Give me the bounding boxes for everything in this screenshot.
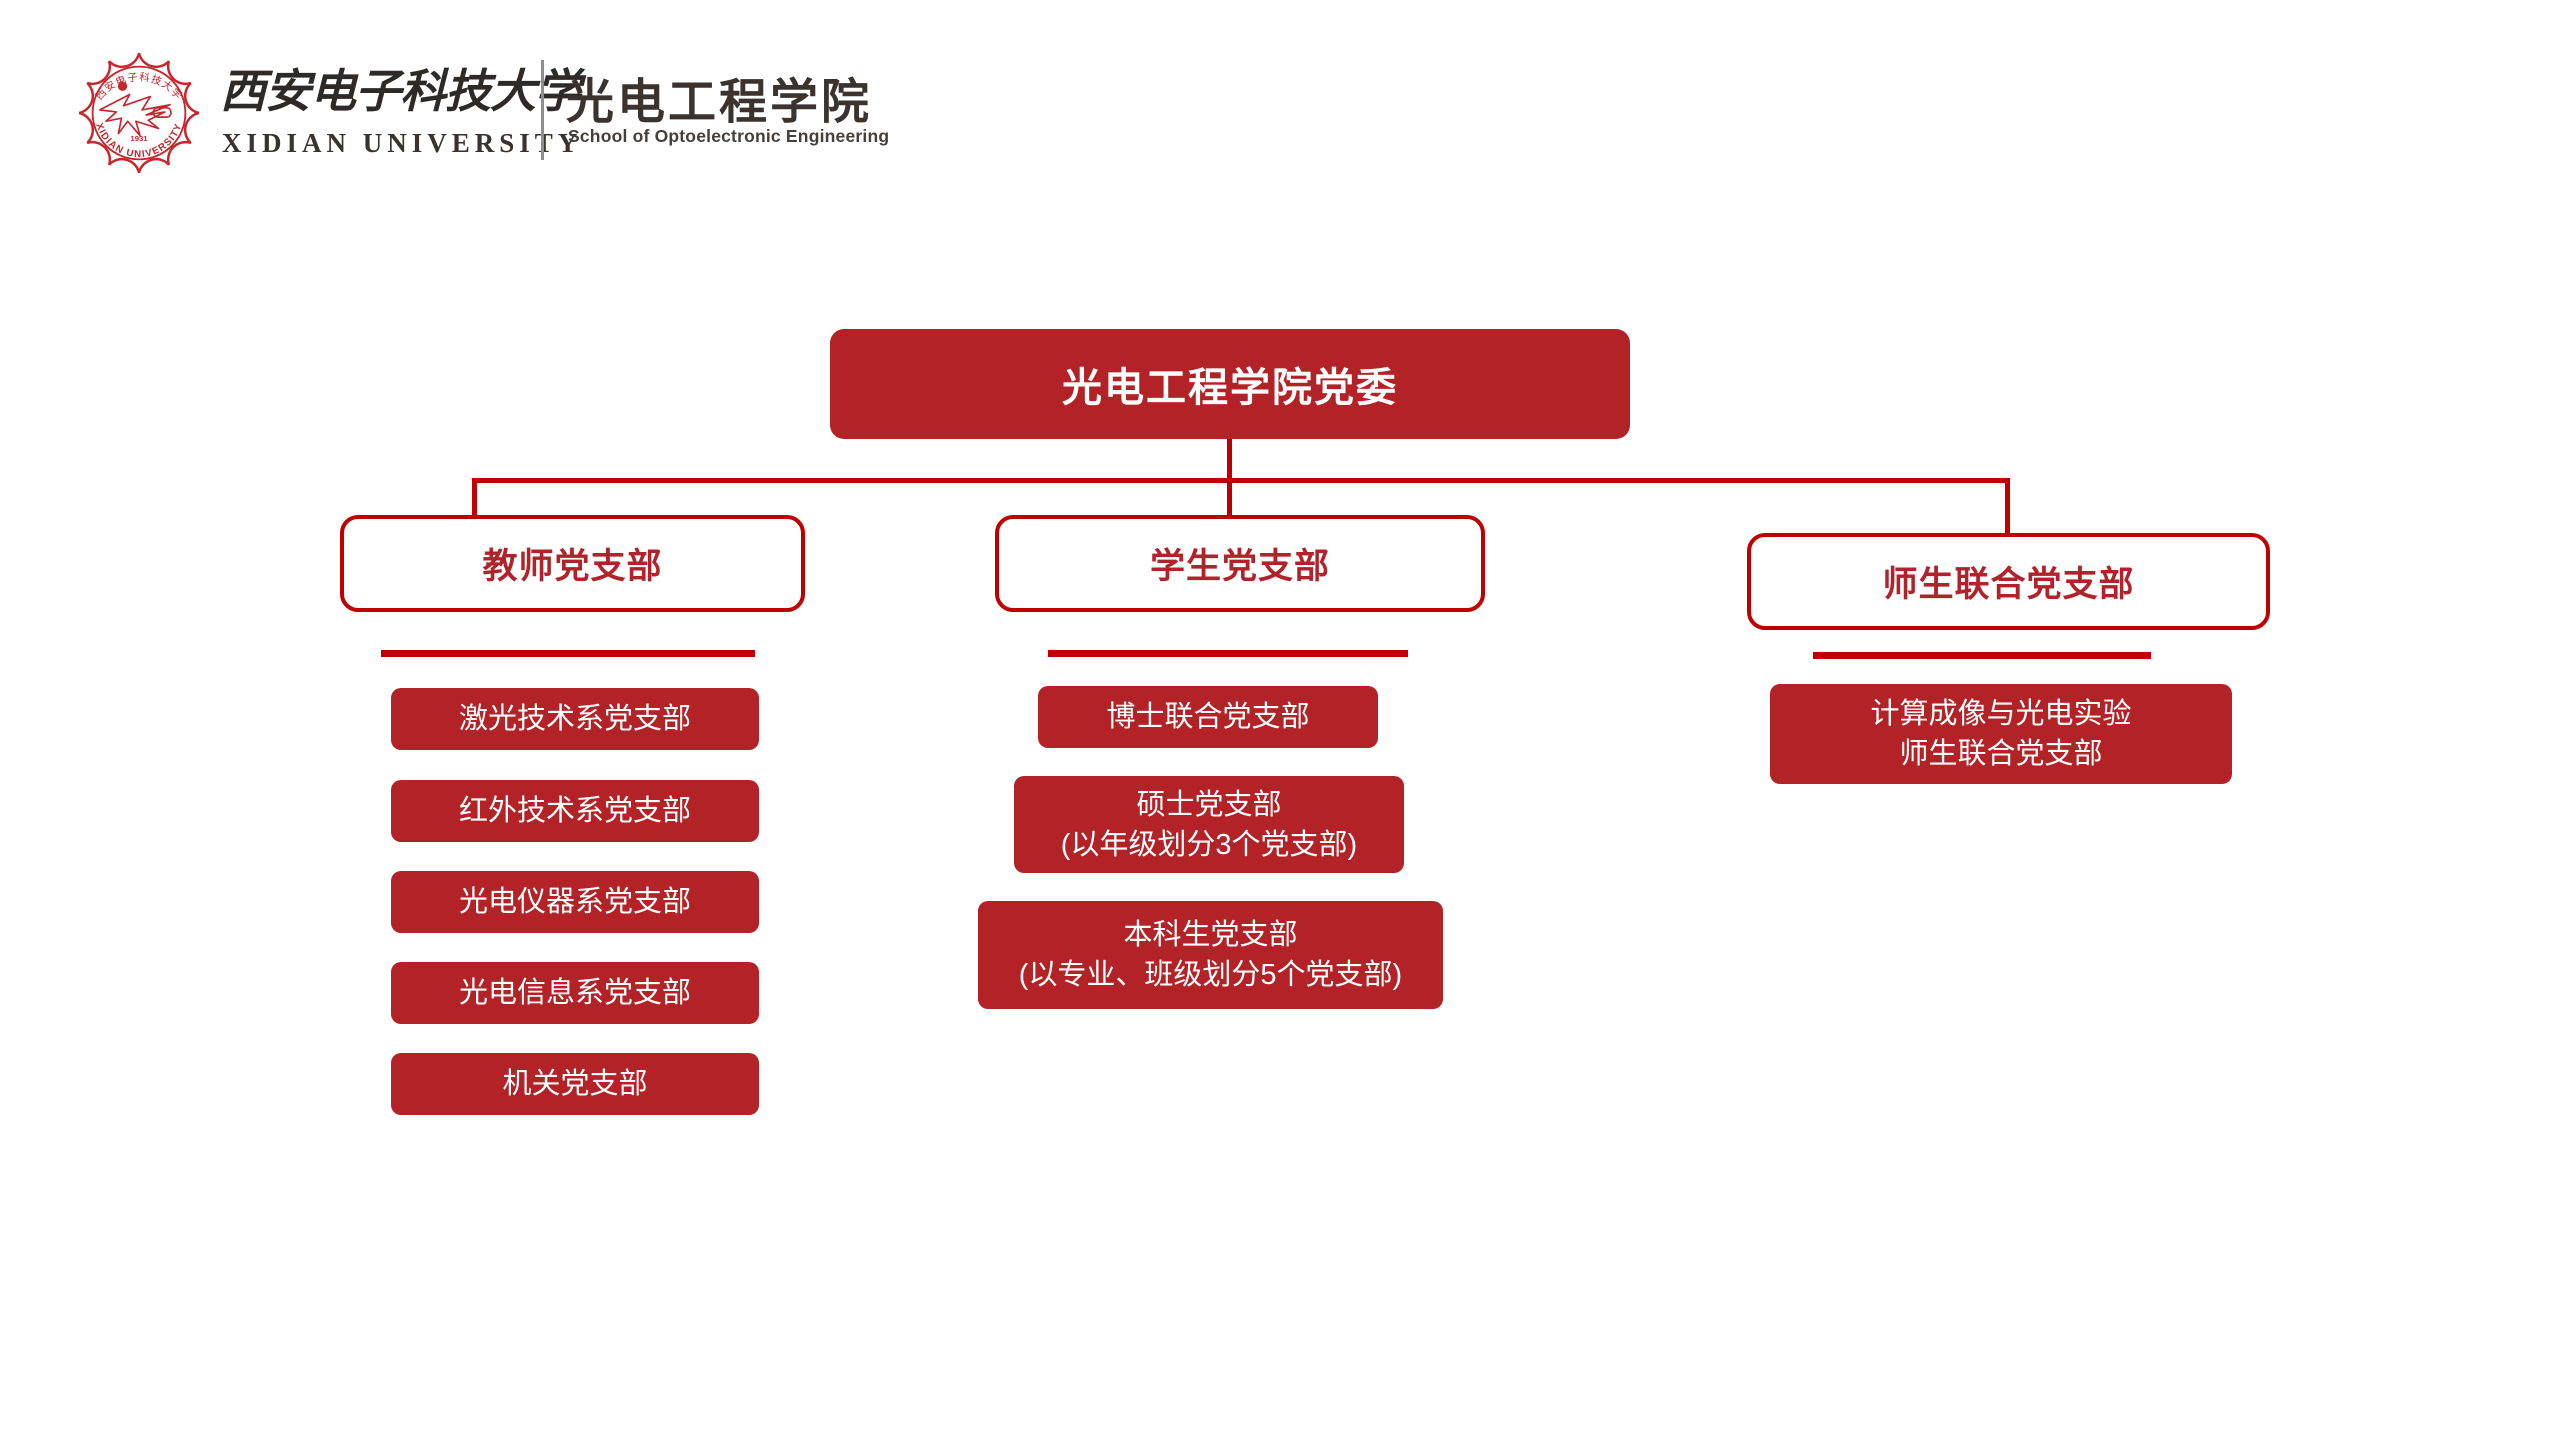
org-node-laser-dept: 激光技术系党支部 — [391, 688, 759, 750]
branch-students: 学生党支部 — [995, 515, 1485, 612]
org-node-computational-imaging-line1: 计算成像与光电实验 — [1870, 698, 2132, 730]
org-node-computational-imaging: 计算成像与光电实验 师生联合党支部 — [1770, 684, 2232, 784]
connector-root-stem — [1227, 439, 1232, 478]
seal-year: 1931 — [130, 134, 148, 143]
connector-drop-students — [1227, 483, 1232, 515]
org-node-infrared-dept: 红外技术系党支部 — [391, 780, 759, 842]
branch-teachers: 教师党支部 — [340, 515, 805, 612]
branch-underline-joint — [1813, 652, 2151, 659]
school-name-zh: 光电工程学院 — [566, 76, 873, 129]
org-node-admin: 机关党支部 — [391, 1053, 759, 1115]
branch-underline-students — [1048, 650, 1408, 657]
university-name-zh: 西安电子科技大学 — [220, 64, 581, 118]
connector-drop-joint — [2005, 483, 2010, 533]
org-node-phd: 博士联合党支部 — [1038, 686, 1378, 748]
org-node-info-dept: 光电信息系党支部 — [391, 962, 759, 1024]
header-divider — [541, 60, 544, 160]
org-node-undergrad-line1: 本科生党支部 — [1123, 919, 1298, 951]
university-seal-icon: 西安电子科技大学 1931 XIDIAN UNIVERSITY — [78, 52, 200, 174]
university-name-en: XIDIAN UNIVERSITY — [222, 128, 583, 158]
org-node-undergrad-line2: (以专业、班级划分5个党支部) — [1018, 959, 1403, 991]
connector-drop-teachers — [472, 483, 477, 515]
school-name-en: School of Optoelectronic Engineering — [568, 126, 890, 146]
org-node-masters-line2: (以年级划分3个党支部) — [1060, 828, 1358, 861]
connector-horizontal — [472, 478, 2010, 483]
org-root-node: 光电工程学院党委 — [830, 329, 1630, 439]
org-node-undergrad: 本科生党支部 (以专业、班级划分5个党支部) — [978, 901, 1443, 1009]
org-node-instrument-dept: 光电仪器系党支部 — [391, 871, 759, 933]
org-node-masters: 硕士党支部 (以年级划分3个党支部) — [1014, 776, 1404, 873]
branch-underline-teachers — [381, 650, 755, 657]
seal-bird-emblem — [99, 93, 171, 137]
branch-joint: 师生联合党支部 — [1747, 533, 2270, 630]
org-node-masters-line1: 硕士党支部 — [1136, 788, 1282, 821]
org-node-computational-imaging-line2: 师生联合党支部 — [1899, 738, 2103, 770]
